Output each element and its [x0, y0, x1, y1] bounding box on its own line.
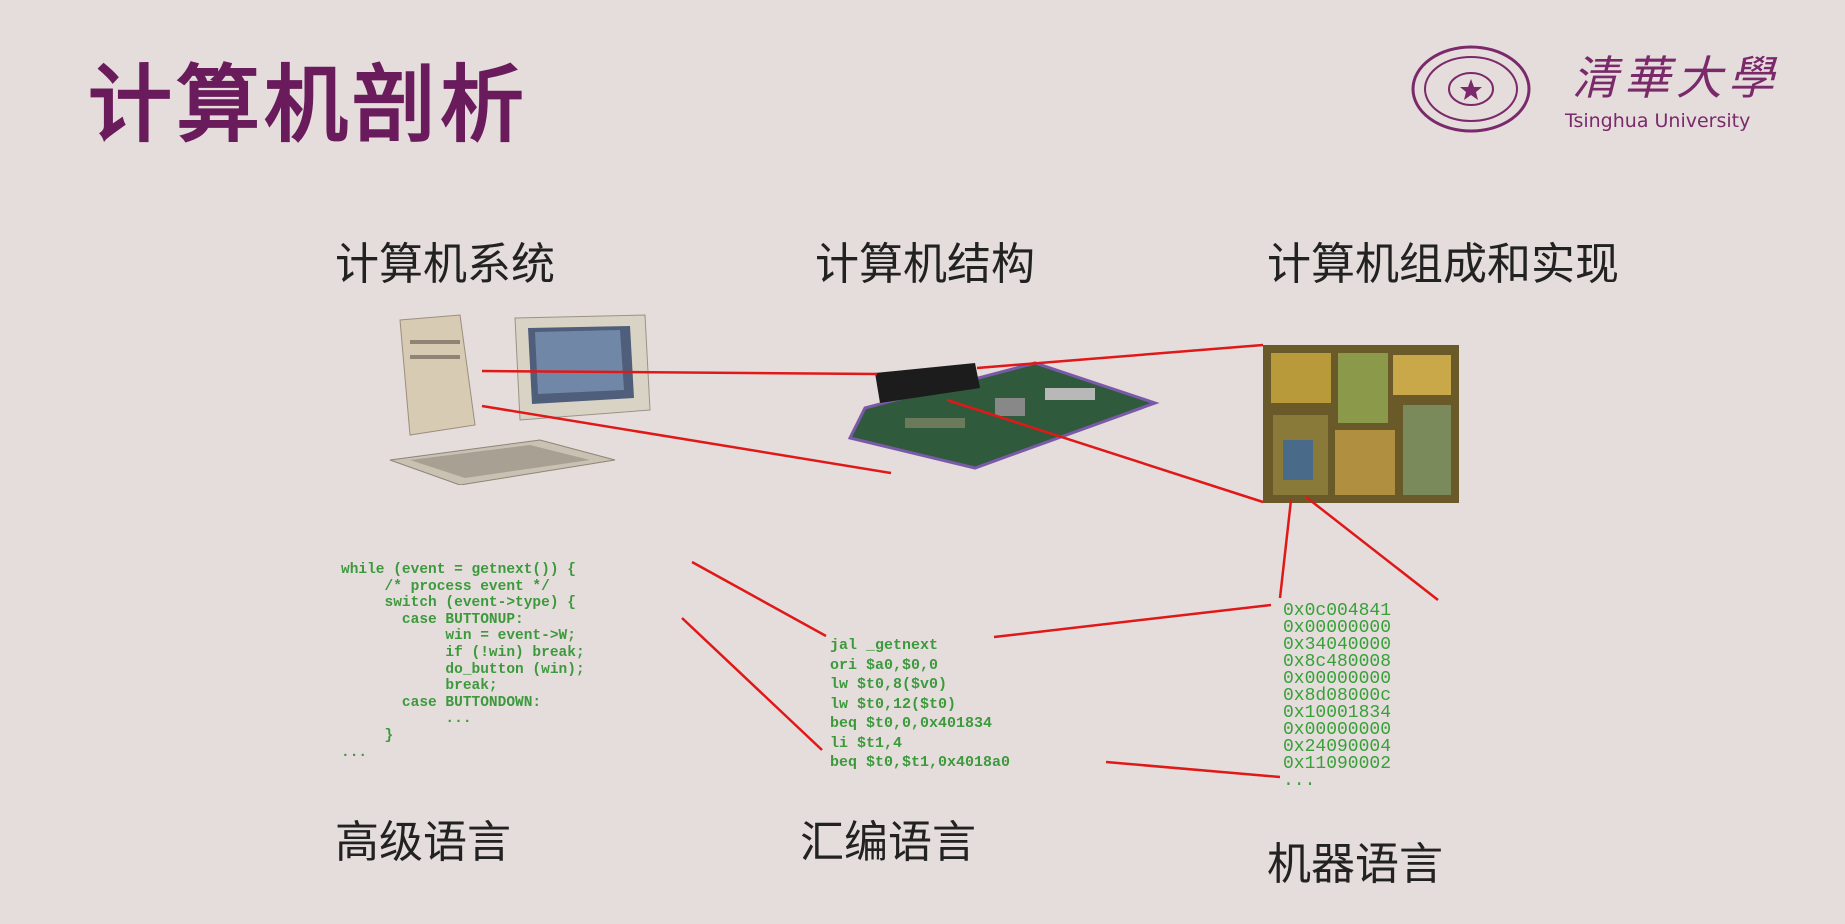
label-assembly-language: 汇编语言	[800, 817, 976, 868]
connector-line	[1305, 496, 1439, 601]
heading-computer-system: 计算机系统	[335, 239, 555, 290]
connector-line	[691, 560, 827, 638]
processor-die-image	[1263, 345, 1459, 503]
connector-line	[1278, 499, 1293, 599]
connector-line	[681, 617, 823, 751]
connector-line	[993, 603, 1272, 639]
label-machine-language: 机器语言	[1267, 839, 1443, 890]
desktop-computer-image	[389, 314, 651, 485]
machine-code: 0x0c004841 0x00000000 0x34040000 0x8c480…	[1283, 601, 1392, 791]
slide-title: 计算机剖析	[88, 55, 529, 154]
tsinghua-english-name: Tsinghua University	[1565, 110, 1751, 132]
motherboard-image	[847, 361, 1160, 470]
high-level-code: while (event = getnext()) { /* process e…	[341, 562, 585, 761]
heading-computer-architecture: 计算机结构	[815, 239, 1035, 290]
heading-computer-organization: 计算机组成和实现	[1267, 239, 1619, 290]
label-high-level-language: 高级语言	[335, 817, 511, 868]
tsinghua-chinese-logo: 清華大學	[1572, 51, 1780, 105]
connector-line	[1105, 760, 1281, 779]
tsinghua-seal-logo	[1411, 45, 1531, 133]
assembly-code: jal _getnext ori $a0,$0,0 lw $t0,8($v0) …	[830, 637, 1011, 771]
